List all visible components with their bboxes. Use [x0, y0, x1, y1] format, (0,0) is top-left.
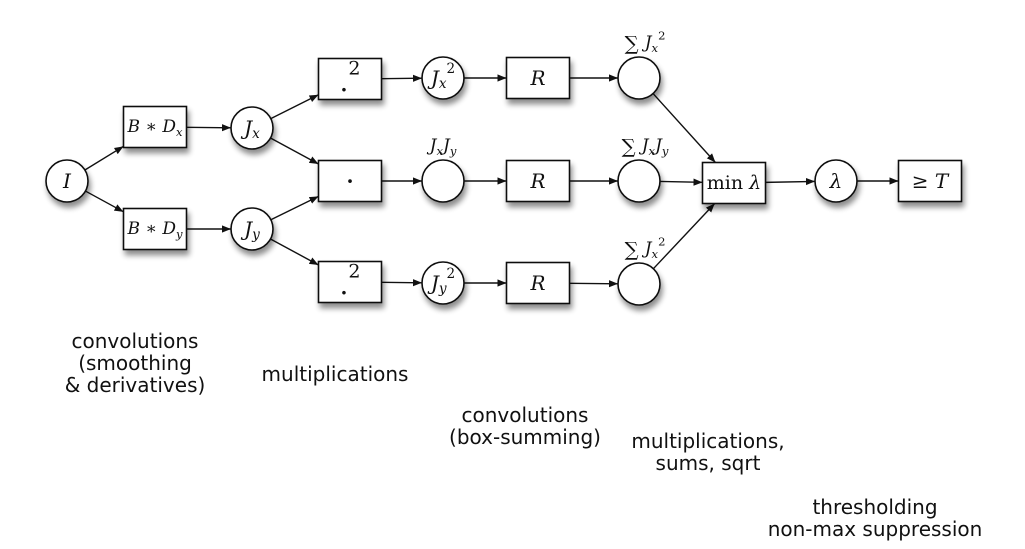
stage-label-multiplications: multiplications — [261, 362, 409, 386]
stage-label-multiplications-sums-sqrt: multiplications, sums, sqrt — [631, 429, 785, 475]
node-circle — [230, 106, 274, 150]
node-box — [317, 57, 383, 101]
node-sqx: .2 — [317, 57, 383, 101]
node-dot: · — [317, 159, 383, 203]
node-jx: Jx — [230, 106, 274, 150]
node-label: λ — [829, 169, 843, 193]
node-label: B ∗ Dx — [126, 117, 183, 139]
edge-Jx-to-dot — [270, 137, 319, 165]
node-caption: JxJy — [427, 136, 457, 158]
edge-Jy-to-sqy — [270, 238, 319, 266]
node-circle — [617, 56, 661, 100]
node-rx: R — [505, 56, 571, 100]
node-jx2: Jx2 — [421, 56, 465, 100]
node-circle — [617, 262, 661, 306]
node-caption: ∑ Jx2 — [625, 28, 666, 55]
node-box — [317, 159, 383, 203]
node-sxy: ∑ JxJy — [617, 135, 669, 203]
node-label: · — [345, 164, 354, 198]
edge-Jy-to-dot — [270, 195, 319, 221]
node-i: I — [45, 159, 89, 203]
node-circle — [814, 159, 858, 203]
node-sx: ∑ Jx2 — [617, 28, 666, 100]
node-label: I — [62, 169, 72, 193]
node-circle — [617, 159, 661, 203]
edges-layer — [84, 74, 899, 288]
node-label: R — [529, 271, 545, 295]
node-label: Jx2 — [427, 61, 455, 92]
node-circle — [45, 159, 89, 203]
node-box — [122, 105, 188, 149]
edge-Sx-to-minl — [652, 93, 716, 163]
edge-I-to-BDx — [84, 145, 124, 171]
node-circle — [421, 261, 465, 305]
node-circle — [230, 207, 274, 251]
stage-label-convolutions-box-summing: convolutions (box-summing) — [449, 403, 601, 449]
node-bdy: B ∗ Dy — [122, 207, 188, 251]
node-label: .2 — [339, 260, 360, 300]
edge-I-to-BDy — [85, 190, 124, 213]
node-label: ≥ T — [912, 169, 950, 193]
node-label: R — [529, 66, 545, 90]
node-box — [505, 159, 571, 203]
node-rxy: R — [505, 159, 571, 203]
node-ry: R — [505, 261, 571, 305]
node-caption: ∑ JxJy — [622, 135, 669, 159]
node-box — [505, 261, 571, 305]
node-jxjy: JxJy — [421, 136, 465, 203]
node-label: Jy2 — [427, 266, 455, 297]
node-box — [317, 260, 383, 304]
node-label: R — [529, 169, 545, 193]
node-label: min λ — [707, 172, 761, 194]
node-box — [122, 207, 188, 251]
node-box — [897, 159, 963, 203]
edge-Jx-to-sqx — [270, 94, 319, 120]
node-minl: min λ — [701, 161, 767, 205]
node-circle — [421, 56, 465, 100]
stage-label-thresholding-nms: thresholding non-max suppression — [767, 495, 983, 541]
node-box — [505, 56, 571, 100]
node-circle — [421, 159, 465, 203]
stage-label-convolutions-smoothing: convolutions (smoothing & derivatives) — [64, 329, 206, 397]
node-lam: λ — [814, 159, 858, 203]
edge-Sxy-to-minl — [659, 178, 703, 186]
node-thr: ≥ T — [897, 159, 963, 203]
node-sy: ∑ Jx2 — [617, 234, 666, 306]
node-jy2: Jy2 — [421, 261, 465, 305]
node-sqy: .2 — [317, 260, 383, 304]
node-label: .2 — [339, 57, 360, 97]
node-jy: Jy — [230, 207, 274, 251]
node-caption: ∑ Jx2 — [625, 234, 666, 261]
edge-Sy-to-minl — [652, 203, 716, 270]
node-label: Jx — [240, 116, 260, 142]
node-bdx: B ∗ Dx — [122, 105, 188, 149]
node-label: B ∗ Dy — [126, 219, 183, 241]
node-label: Jy — [240, 217, 260, 243]
node-box — [701, 161, 767, 205]
edge-minl-to-lam — [765, 177, 816, 186]
